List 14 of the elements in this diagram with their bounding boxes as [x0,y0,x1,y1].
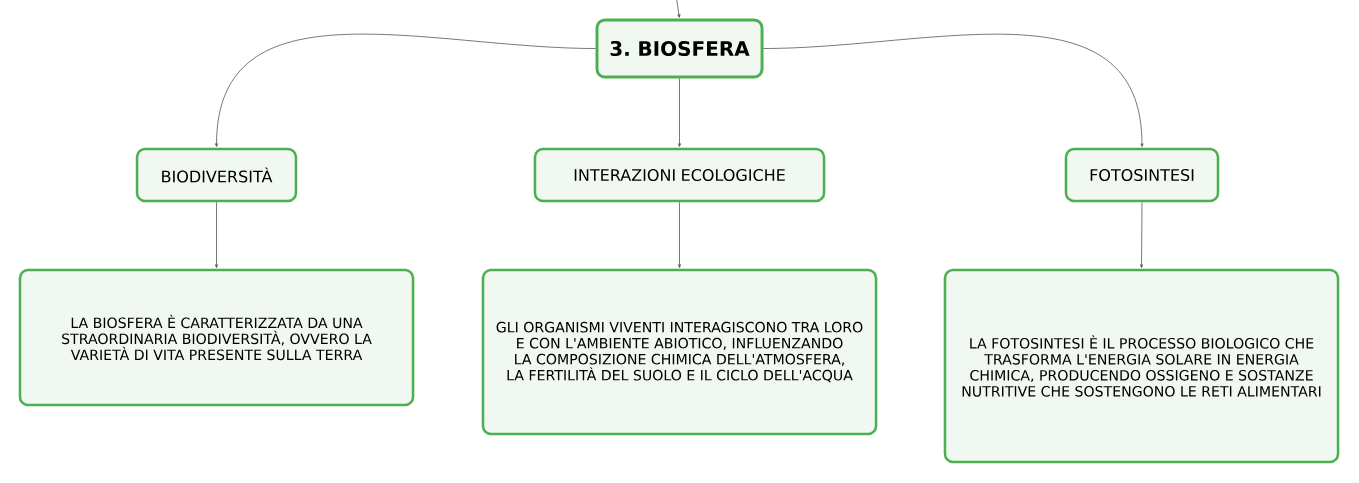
arrow [678,201,681,268]
topic-box: BIODIVERSITÀ [135,147,298,203]
topic-box: FOTOSINTESI [1064,147,1220,203]
arrow [215,201,218,269]
description-box: LA FOTOSINTESI È IL PROCESSO BIOLOGICO CHE TRASFORMA L'ENERGIA SOLARE IN ENERGIA CHIMICA, PRODUCENDO OSSIGENO E SOSTANZE NUTRITIVE CHE SOSTENGONO LE RETI ALIMENTARI [943,268,1340,464]
title-box: 3. BIOSFERA [595,18,764,79]
arrow [678,78,681,147]
arrow [1140,201,1144,268]
topic-box: INTERAZIONI ECOLOGICHE [533,147,826,203]
arrow [763,34,1144,147]
arrow [676,0,681,18]
arrow [215,34,596,147]
description-box: GLI ORGANISMI VIVENTI INTERAGISCONO TRA LORO E CON L'AMBIENTE ABIOTICO, INFLUENZANDO LA COMPOSIZIONE CHIMICA DELL'ATMOSFERA, LA FERTILITÀ DEL SUOLO E IL CICLO DELL'ACQUA [481,268,878,436]
description-box: LA BIOSFERA È CARATTERIZZATA DA UNA STRAORDINARIA BIODIVERSITÀ, OVVERO LA VARIETÀ DI VITA PRESENTE SULLA TERRA [18,268,415,407]
